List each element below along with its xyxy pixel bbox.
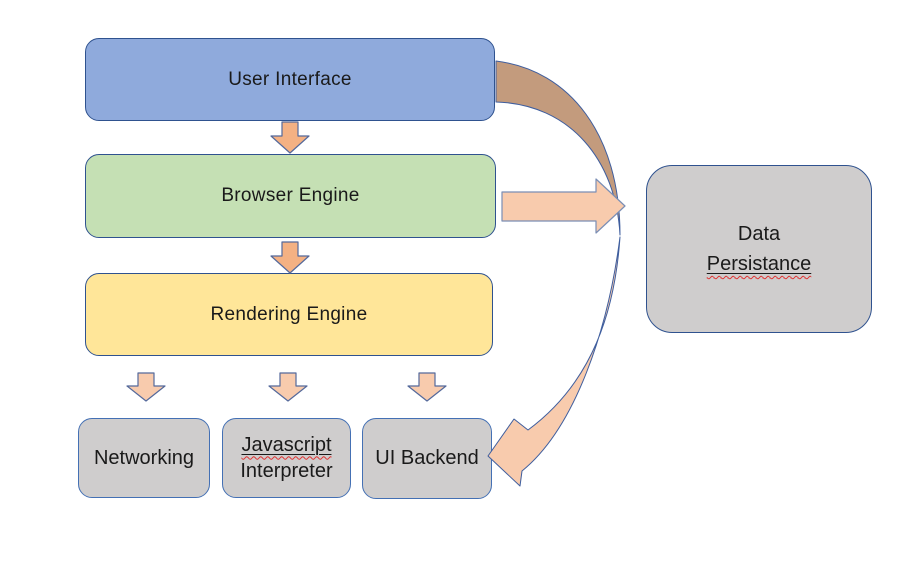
node-browser-engine: Browser Engine	[85, 154, 496, 238]
node-user-interface-label: User Interface	[228, 68, 352, 90]
node-browser-engine-label: Browser Engine	[221, 185, 360, 207]
node-data-persistance-label: Data Persistance	[707, 219, 812, 279]
misspelled-word-persistance: Persistance	[706, 253, 812, 275]
node-ui-backend-label: UI Backend	[375, 447, 479, 470]
node-user-interface: User Interface	[85, 38, 495, 121]
node-javascript-interpreter-line2: Interpreter	[240, 460, 333, 482]
node-data-persistance: Data Persistance	[646, 165, 872, 333]
misspelled-word-javascript: Javascript	[241, 433, 332, 456]
node-ui-backend: UI Backend	[362, 418, 492, 499]
node-networking: Networking	[78, 418, 210, 498]
node-rendering-engine-label: Rendering Engine	[210, 303, 368, 325]
node-networking-label: Networking	[93, 446, 195, 469]
node-rendering-engine: Rendering Engine	[85, 273, 493, 356]
node-javascript-interpreter: Javascript Interpreter	[222, 418, 351, 498]
node-data-persistance-line1: Data	[737, 223, 781, 245]
node-javascript-interpreter-label: Javascript Interpreter	[240, 432, 332, 485]
